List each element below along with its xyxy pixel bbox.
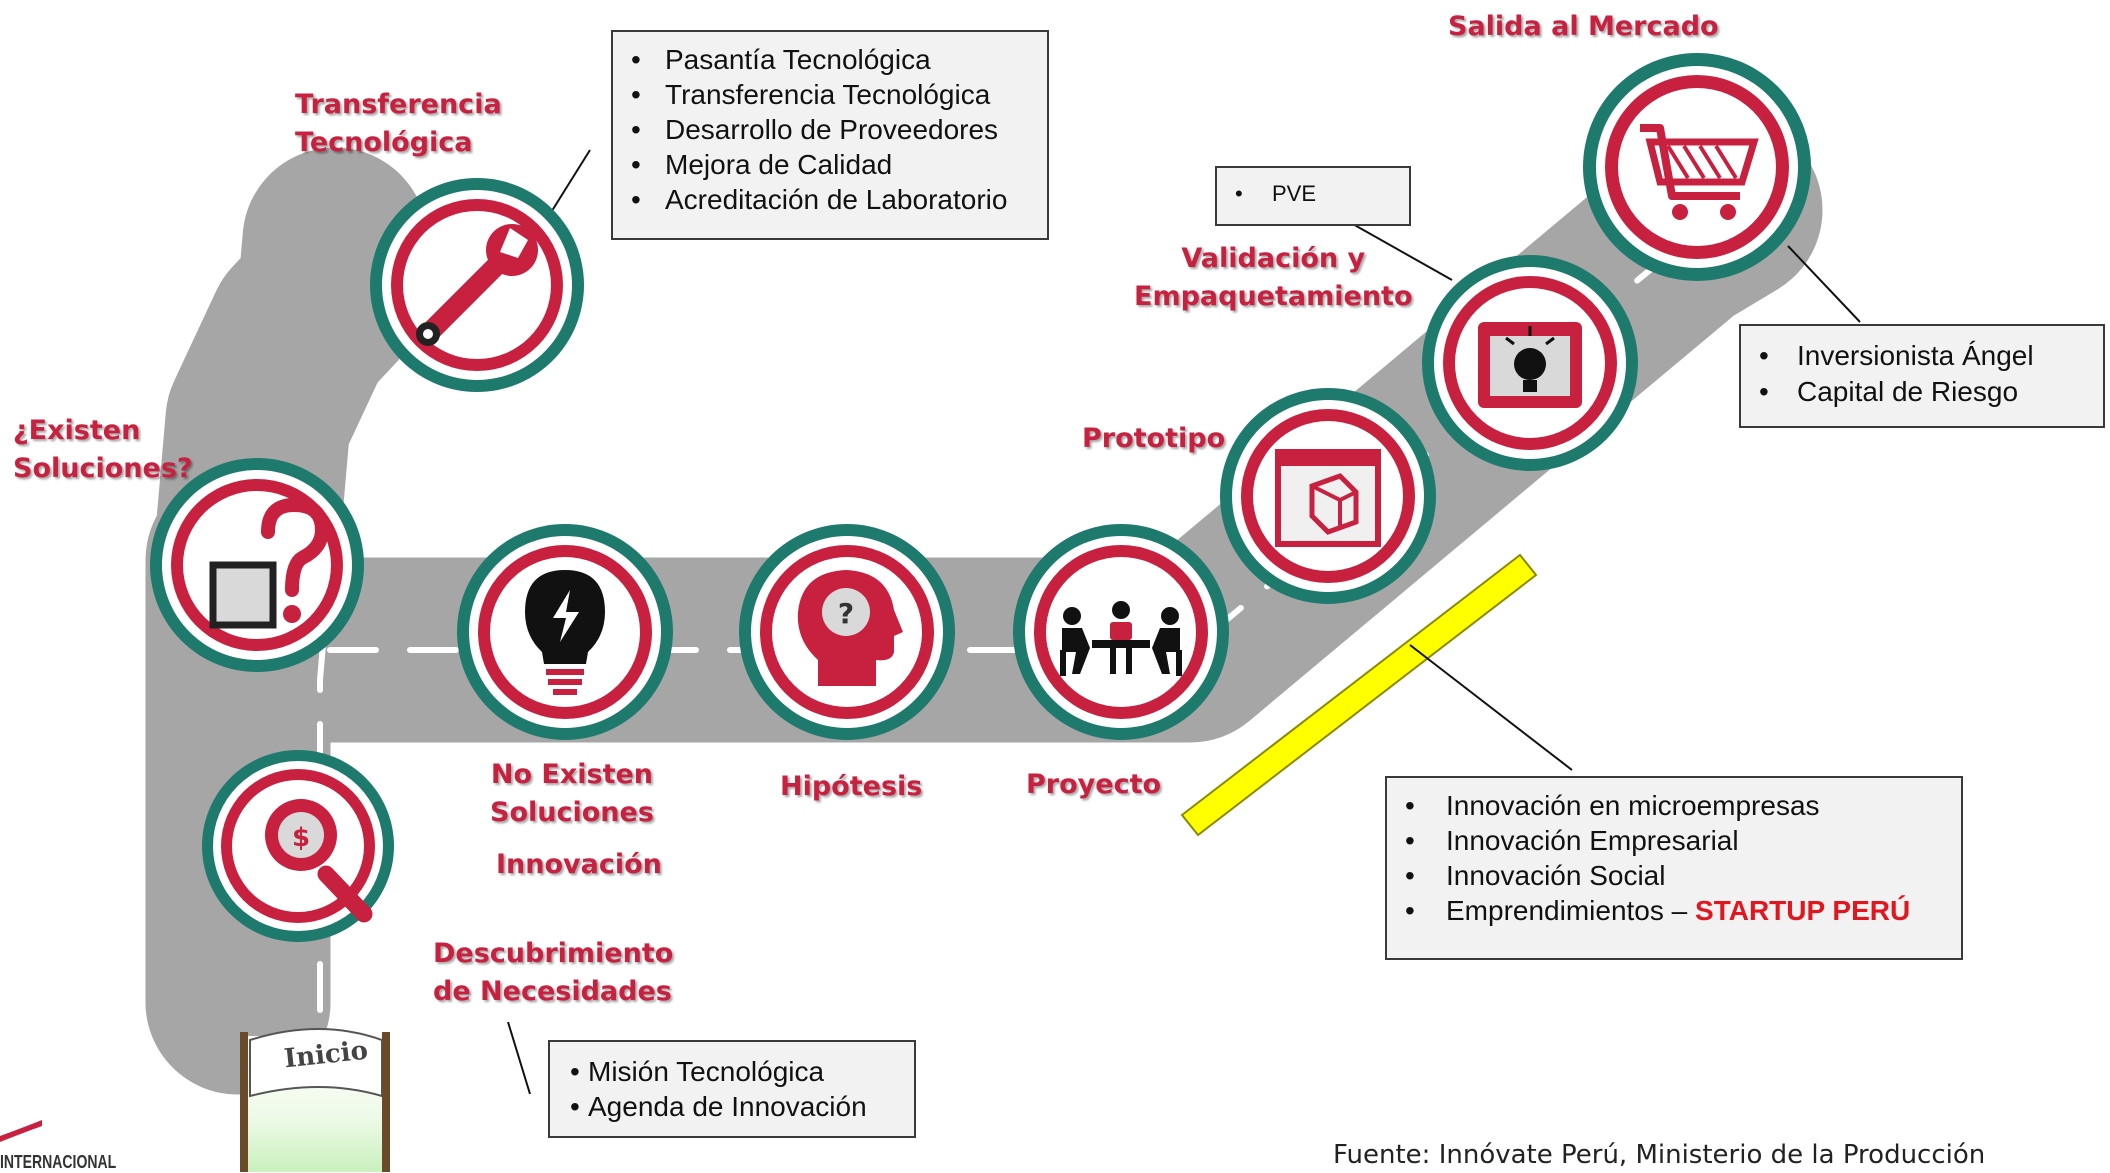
list-item: Innovación en microempresas (1387, 788, 1961, 823)
start-sign (240, 1028, 390, 1172)
svg-text:$: $ (292, 823, 310, 853)
label-hypothesis: Hipótesis (780, 771, 923, 802)
svg-text:?: ? (838, 597, 854, 630)
circle-prototype (1220, 388, 1436, 604)
leader-innovation (1409, 644, 1573, 771)
circle-existing-solutions (150, 458, 364, 672)
box-innovation-programs: Innovación en microempresas Innovación E… (1385, 776, 1963, 960)
circle-tech-transfer (370, 178, 584, 392)
circle-discovery: $ (202, 750, 394, 942)
list-item: PVE (1217, 180, 1409, 208)
startup-peru-highlight: STARTUP PERÚ (1695, 895, 1911, 926)
label-no-solutions: No Existen Soluciones (490, 759, 654, 828)
label-market: Salida al Mercado (1448, 11, 1719, 42)
list-item: Mejora de Calidad (613, 147, 1047, 182)
source-note: Fuente: Innóvate Perú, Ministerio de la … (1333, 1140, 1986, 1170)
circle-hypothesis: ? (739, 524, 955, 740)
label-tech-transfer: Transferencia Tecnológica (295, 89, 502, 158)
label-discovery: Descubrimiento de Necesidades (433, 938, 674, 1007)
prototype-cube-icon (1275, 449, 1381, 547)
square-question-icon (209, 497, 330, 629)
team-meeting-icon (1060, 601, 1182, 676)
logo (0, 1120, 42, 1142)
list-item: Transferencia Tecnológica (613, 77, 1047, 112)
box-pve: PVE (1215, 166, 1411, 226)
leader-discovery (507, 1021, 531, 1095)
label-validation: Validación y Empaquetamiento (1134, 243, 1413, 312)
leader-investors (1787, 245, 1861, 323)
circle-validation (1422, 255, 1638, 471)
circle-no-solutions (457, 524, 673, 740)
list-item: Pasantía Tecnológica (613, 42, 1047, 77)
list-item: Agenda de Innovación (570, 1089, 914, 1124)
list-item: Capital de Riesgo (1741, 374, 2103, 410)
magnifier-dollar-icon: $ (265, 799, 373, 923)
box-tech-transfer: Pasantía Tecnológica Transferencia Tecno… (611, 30, 1049, 240)
shopping-cart-icon (1640, 124, 1759, 220)
list-item: Emprendimientos – STARTUP PERÚ (1387, 893, 1961, 928)
list-item: Innovación Empresarial (1387, 823, 1961, 858)
circle-market (1583, 53, 1811, 281)
wrench-icon (416, 224, 538, 346)
label-existing-solutions: ¿Existen Soluciones? (13, 415, 193, 484)
yellow-bar (1180, 553, 1538, 837)
circle-project (1013, 524, 1229, 740)
logo-text: INTERNACIONAL (0, 1152, 117, 1172)
box-discovery-programs: Misión Tecnológica Agenda de Innovación (548, 1040, 916, 1138)
list-item: Misión Tecnológica (570, 1054, 914, 1089)
label-project: Proyecto (1026, 769, 1162, 800)
list-item: Desarrollo de Proveedores (613, 112, 1047, 147)
list-item: Inversionista Ángel (1741, 338, 2103, 374)
package-idea-icon (1478, 322, 1582, 408)
list-item: Innovación Social (1387, 858, 1961, 893)
startup-item-text: Emprendimientos – (1446, 895, 1696, 926)
label-innovation: Innovación (496, 849, 662, 880)
label-prototype: Prototipo (1082, 423, 1226, 454)
box-investors: Inversionista Ángel Capital de Riesgo (1739, 324, 2105, 428)
head-question-icon: ? (797, 570, 903, 686)
lightbulb-icon (525, 570, 605, 695)
list-item: Acreditación de Laboratorio (613, 182, 1047, 217)
